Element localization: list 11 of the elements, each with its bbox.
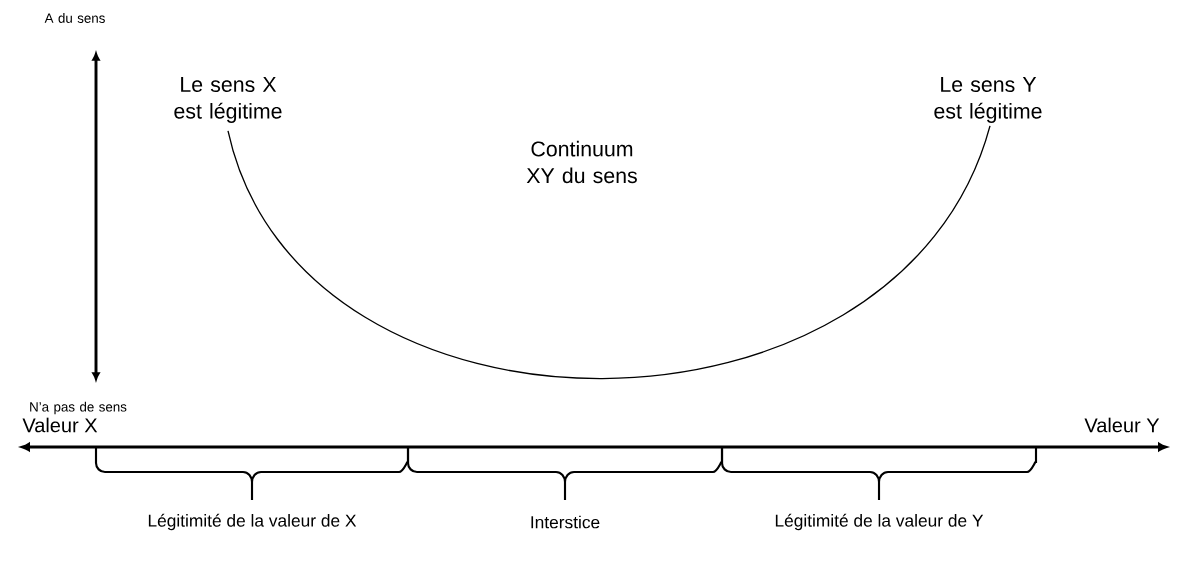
text-label: Légitimité de la valeur de Y [775,513,984,531]
text-label: Valeur X [22,417,98,433]
text-label: Le sens Y est légitime [934,77,1042,123]
text-label: Légitimité de la valeur de X [148,513,357,531]
curve [227,125,991,380]
text-label: Le sens X est légitime [174,77,282,123]
text-label: A du sens [44,13,105,23]
text-label: Interstice [531,515,600,529]
text-label: Valeur Y [1084,417,1160,433]
text-label: N’a pas de sens [30,401,127,415]
text-label: Continuum XY du sens [526,140,637,184]
